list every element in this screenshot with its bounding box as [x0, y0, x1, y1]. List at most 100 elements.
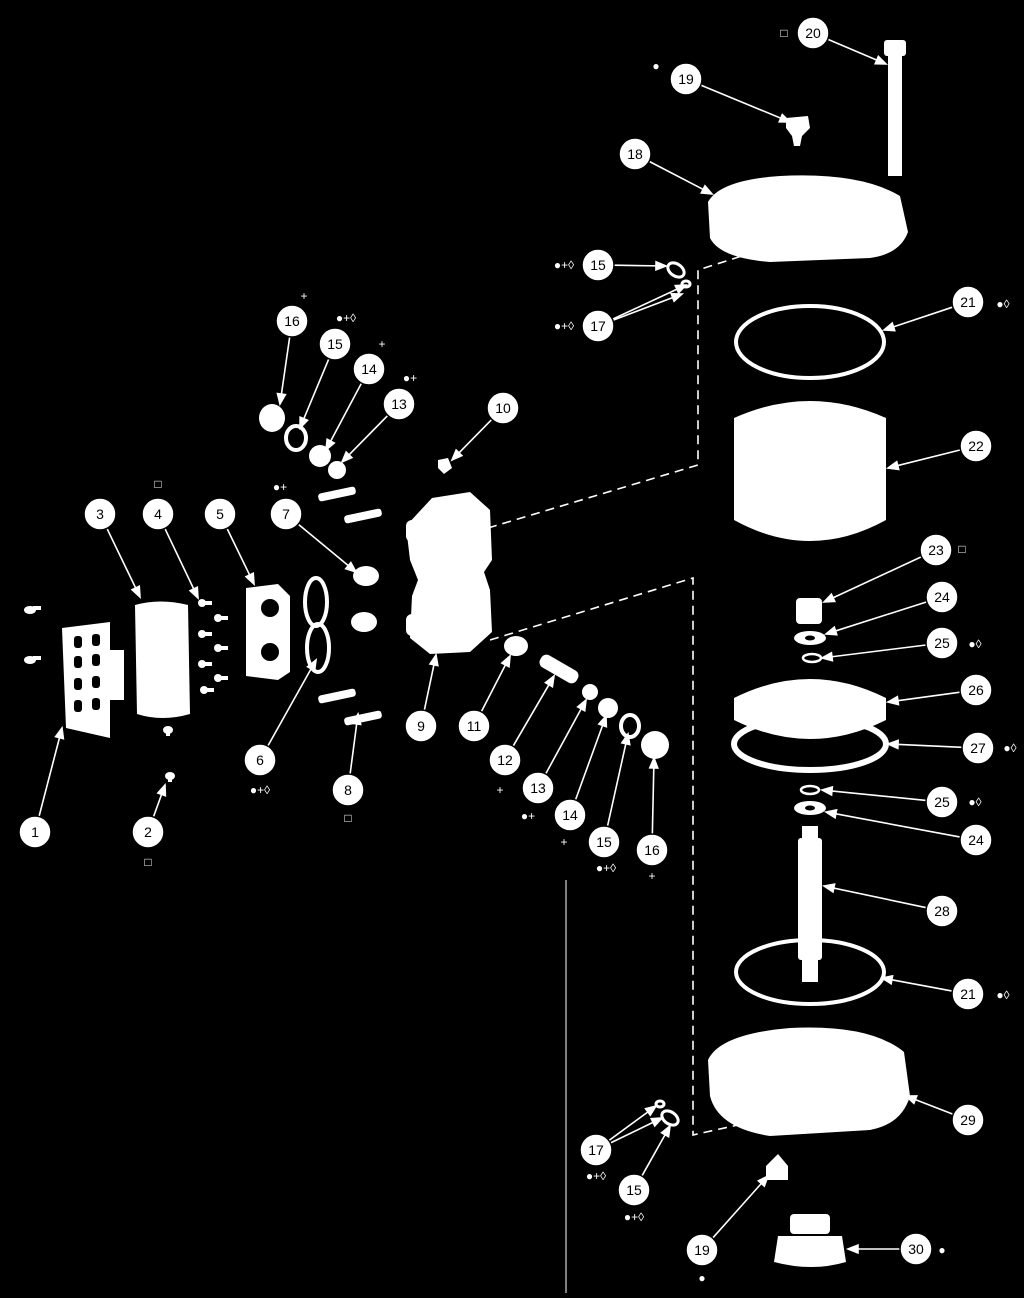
callout-c17b: 17●+◊	[579, 1133, 613, 1183]
callout-c19a-leader	[700, 84, 783, 120]
part-19-bottom-fitting	[766, 1154, 788, 1180]
callout-c19b-circle	[685, 1233, 719, 1267]
callout-c2-number: 2	[144, 824, 152, 840]
callout-c25a-arrowhead	[819, 651, 834, 662]
callout-c24a-number: 24	[934, 589, 950, 605]
callout-c29-leader	[913, 1098, 954, 1115]
callout-c30-number: 30	[908, 1241, 924, 1257]
top-ring-clip	[666, 261, 692, 289]
callout-c15d-number: 15	[626, 1182, 642, 1198]
callout-c20-leader	[827, 38, 879, 62]
callout-c15b-arrowhead	[620, 731, 631, 746]
callout-c25a-symbol: ●◊	[968, 637, 981, 651]
callout-c24b-arrowhead	[823, 808, 838, 820]
callout-c24b-number: 24	[968, 832, 984, 848]
callout-c17b-symbol: ●+◊	[586, 1169, 606, 1183]
callout-c28-circle	[925, 894, 959, 928]
callout-c17b-arrowhead	[644, 1104, 658, 1117]
callout-c27-circle	[961, 731, 995, 765]
callout-c19b-number: 19	[694, 1242, 710, 1258]
callout-c21a: 21●◊	[951, 285, 1010, 319]
part-18-top-cover	[708, 175, 908, 262]
callout-c1-number: 1	[31, 824, 39, 840]
callout-c7-symbol: ●+	[273, 480, 287, 494]
callout-c6-arrowhead	[306, 658, 318, 672]
callout-c24b-leader	[833, 812, 961, 838]
callout-c14a-number: 14	[361, 361, 377, 377]
callout-c3-leader	[106, 528, 138, 591]
callout-c16b-number: 16	[644, 842, 660, 858]
callout-c17a-b-leader	[612, 296, 675, 322]
callout-c13a: 13●+	[382, 371, 417, 421]
callout-c7-number: 7	[282, 506, 290, 522]
leader-lines	[38, 38, 963, 1255]
callout-c25a-number: 25	[934, 635, 950, 651]
part-21-lower-o-ring	[734, 938, 886, 1006]
callout-c30: 30●	[899, 1232, 946, 1266]
callout-c23-symbol: □	[958, 542, 965, 556]
part-20-bolt	[884, 40, 906, 176]
callout-c8-symbol: □	[344, 811, 351, 825]
callout-c4-leader	[164, 528, 196, 592]
part-6-o-rings	[303, 576, 331, 674]
callout-c21b: 21●◊	[951, 977, 1010, 1011]
part-21-upper-o-ring	[734, 304, 886, 380]
callout-c23: 23 □	[919, 533, 966, 567]
callout-c17a-symbol: ●+◊	[554, 319, 574, 333]
callout-c15d: 15●+◊	[617, 1173, 651, 1224]
callout-c16a-arrowhead	[276, 392, 287, 407]
callout-c12-number: 12	[497, 752, 513, 768]
part-4-screws	[198, 599, 228, 694]
callout-c27-leader	[895, 743, 963, 749]
callout-c15a-circle	[318, 327, 352, 361]
callout-c13b-number: 13	[530, 780, 546, 796]
callout-c8-circle	[331, 773, 365, 807]
callout-c25a-leader	[829, 644, 927, 658]
lower-dashed-line	[489, 576, 761, 1136]
callout-c17b-leader	[608, 1110, 651, 1142]
callout-c15a: 15●+◊	[318, 311, 356, 361]
callout-c25b: 25●◊	[925, 785, 982, 819]
callout-c25a-circle	[925, 626, 959, 660]
callout-c12-circle	[488, 743, 522, 777]
part-5-block	[246, 584, 290, 680]
callout-c3-arrowhead	[130, 585, 141, 599]
callout-c21b-arrowhead	[879, 974, 894, 986]
callout-c13b-circle	[521, 771, 555, 805]
callout-c15b: 15●+◊	[587, 825, 621, 875]
callout-c8: 8□	[331, 773, 365, 825]
callout-c29: 29	[951, 1103, 985, 1137]
callout-c24a-circle	[925, 580, 959, 614]
callout-c12-leader	[512, 682, 551, 747]
callout-c6-symbol: ●+◊	[250, 783, 270, 797]
callout-c2-circle	[131, 815, 165, 849]
part-28-shaft	[798, 826, 822, 982]
callout-c16a-circle	[275, 304, 309, 338]
callout-c1-circle	[18, 815, 52, 849]
callout-c17a-circle	[581, 309, 615, 343]
alignment-lines	[487, 254, 761, 1136]
callout-c23-number: 23	[928, 542, 944, 558]
callout-c26-leader	[895, 691, 961, 702]
callout-c17b-circle	[579, 1133, 613, 1167]
callout-c14b: 14+	[553, 798, 587, 849]
callout-c15b-circle	[587, 825, 621, 859]
callout-c14b-number: 14	[562, 807, 578, 823]
callout-c30-circle	[899, 1232, 933, 1266]
callout-c19b-symbol: ●	[698, 1271, 705, 1285]
callout-c14b-leader	[574, 723, 605, 801]
callout-c14a-circle	[352, 352, 386, 386]
callout-c15a-number: 15	[327, 336, 343, 352]
callout-c14b-arrowhead	[597, 713, 608, 728]
callout-c24b: 24	[959, 823, 993, 857]
callout-c16a: 16+	[275, 289, 309, 338]
callout-c7-leader	[297, 523, 351, 568]
callout-c15c-leader	[613, 264, 659, 267]
callout-c20-number: 20	[805, 25, 821, 41]
callout-c5-leader	[226, 528, 252, 578]
callout-c9-arrowhead	[428, 652, 439, 667]
callout-c16b: 16+	[635, 833, 669, 883]
callout-c5-arrowhead	[244, 572, 255, 586]
